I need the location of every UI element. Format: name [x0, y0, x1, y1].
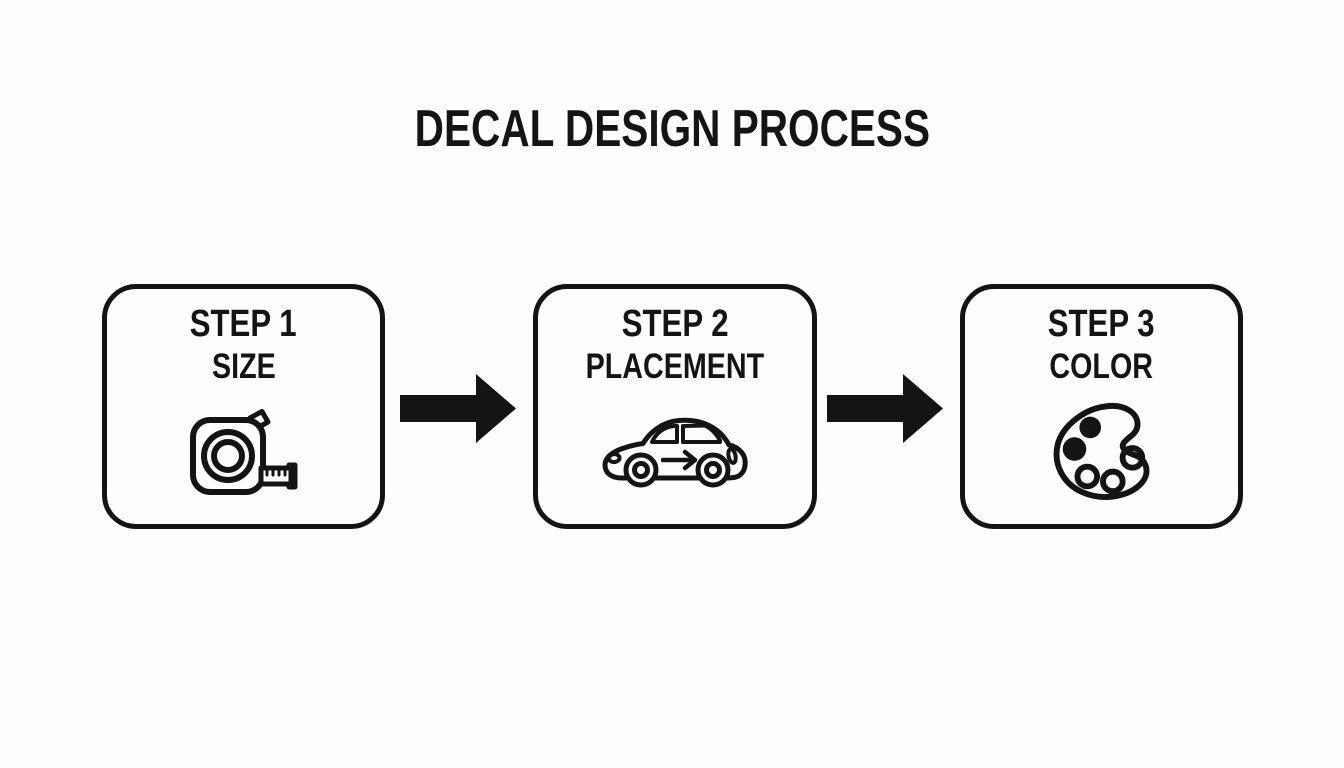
tape-measure-icon	[189, 409, 297, 495]
step-card-placement: STEP 2 PLACEMENT	[533, 284, 817, 529]
step-3-name-text: COLOR	[1049, 347, 1154, 386]
car-icon	[602, 417, 748, 488]
step-1-name-text: SIZE	[211, 347, 276, 386]
step-card-size: STEP 1 SIZE	[102, 284, 385, 529]
step-2-label-text: STEP 2	[621, 303, 729, 345]
step-3-label-text: STEP 3	[1048, 303, 1155, 345]
step-3-label: STEP 3	[965, 305, 1238, 343]
step-1-name: SIZE	[107, 349, 380, 384]
step-3-name: COLOR	[965, 349, 1238, 384]
arrow-right-icon	[400, 374, 516, 443]
step-1-label: STEP 1	[107, 305, 380, 343]
diagram-title-text: DECAL DESIGN PROCESS	[414, 100, 930, 158]
step-card-color: STEP 3 COLOR	[960, 284, 1243, 529]
step-1-label-text: STEP 1	[190, 303, 297, 345]
palette-icon	[1053, 403, 1149, 500]
step-2-label: STEP 2	[538, 305, 812, 343]
step-2-name: PLACEMENT	[538, 349, 812, 384]
arrow-right-icon	[827, 374, 943, 443]
diagram-title: DECAL DESIGN PROCESS	[0, 103, 1344, 155]
step-2-name-text: PLACEMENT	[585, 347, 765, 386]
